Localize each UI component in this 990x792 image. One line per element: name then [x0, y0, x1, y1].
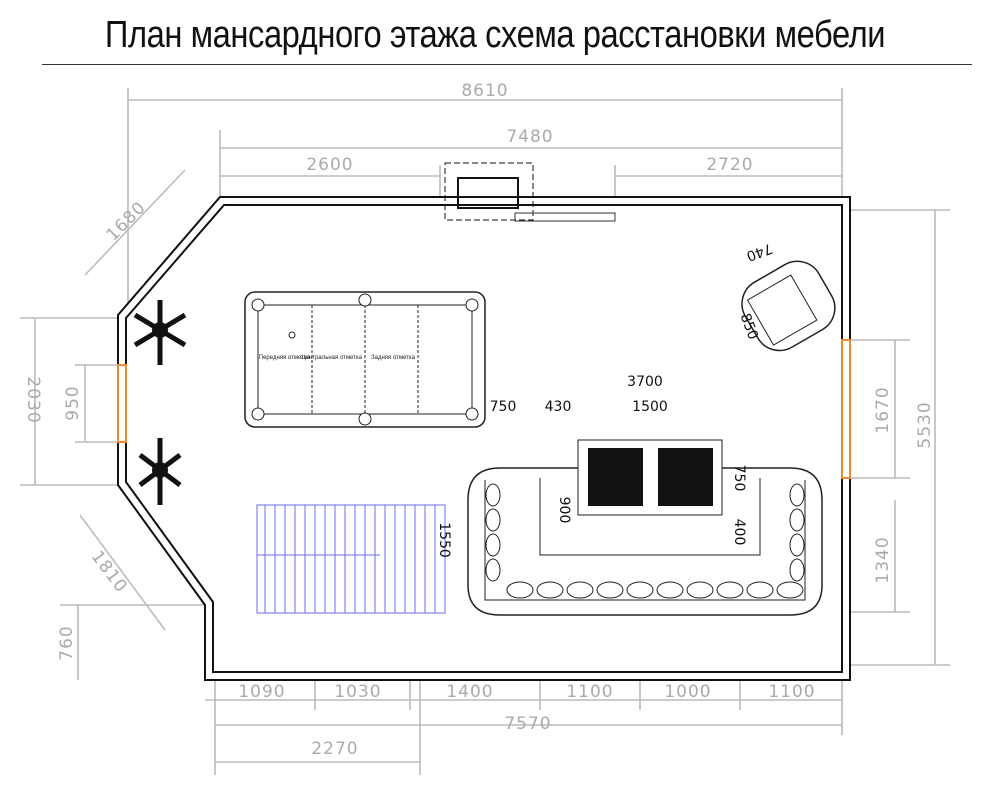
dim-inner-top: 7480: [506, 127, 553, 147]
back-mark-label: Задняя отметка: [371, 355, 416, 361]
dim-overall-width: 8610: [461, 81, 508, 101]
dim-bottom-1: 1090: [238, 682, 285, 702]
sofa-cushion: [485, 508, 501, 532]
window-right: [841, 339, 851, 479]
sofa-cushion: [485, 533, 501, 557]
dim-right-window: 1670: [873, 386, 893, 433]
plan-title: План мансардного этажа схема расстановки…: [104, 14, 886, 56]
dim-table-width: 1500: [632, 399, 668, 415]
dim-diag-top: 1680: [103, 198, 151, 246]
dim-stair-width: 2270: [311, 739, 358, 759]
chimney: [444, 162, 534, 221]
coffee-tables: [577, 439, 723, 516]
staircase: [256, 504, 446, 614]
sofa-cushion: [596, 581, 624, 599]
dim-bottom-5: 1000: [664, 682, 711, 702]
dim-right-total: 5530: [915, 401, 935, 448]
sofa-cushion: [566, 581, 594, 599]
dim-bottom-4: 1100: [566, 682, 613, 702]
sofa-cushion: [536, 581, 564, 599]
title-underline: [42, 64, 972, 65]
sofa-cushion: [506, 581, 534, 599]
dim-table-offset: 400: [731, 519, 747, 546]
sofa-cushion: [656, 581, 684, 599]
sofa-cushion: [485, 558, 501, 582]
sofa-cushion: [789, 508, 805, 532]
sofa-cushions: [485, 483, 805, 599]
window-left: [117, 364, 127, 443]
dim-diag-bottom: 1810: [87, 547, 131, 597]
plant-bottom: [138, 438, 182, 505]
sofa-cushion: [686, 581, 714, 599]
dim-left-height: 2030: [23, 376, 43, 423]
armchair: [741, 260, 836, 352]
dim-bottom-2: 1030: [334, 682, 381, 702]
dim-right-lower: 1340: [873, 536, 893, 583]
sofa-cushion: [485, 483, 501, 507]
dim-bottom-total: 7570: [504, 714, 551, 734]
dim-top-right: 2720: [706, 155, 753, 175]
sofa-cushion: [789, 483, 805, 507]
sofa-cushion: [716, 581, 744, 599]
sofa-cushion: [776, 581, 804, 599]
dim-top-left: 2600: [306, 155, 353, 175]
dim-bottom-6: 1100: [768, 682, 815, 702]
sofa-cushion: [626, 581, 654, 599]
fireplace: [457, 177, 519, 209]
radiator: [514, 212, 616, 222]
sofa-cushion: [789, 533, 805, 557]
pool-table: Передняя отметка Центральная отметка Зад…: [244, 291, 486, 428]
sofa-cushion: [789, 558, 805, 582]
dim-left-window: 950: [63, 385, 83, 420]
dim-sofa-depth: 900: [556, 497, 572, 524]
dimension-lines: [20, 88, 950, 775]
dim-sofa-offset: 750: [490, 399, 517, 415]
dim-table-depth: 750: [731, 465, 747, 492]
sofa-cushion: [746, 581, 774, 599]
dim-bottom-3: 1400: [446, 682, 493, 702]
dim-bottom-left-wall: 760: [57, 625, 77, 660]
dim-sofa-zone: 3700: [627, 374, 663, 390]
plant-top: [133, 300, 187, 365]
dim-table-gap: 430: [545, 399, 572, 415]
center-mark-label: Центральная отметка: [301, 355, 362, 361]
dim-stair-length: 1550: [436, 522, 452, 558]
front-mark-label: Передняя отметка: [259, 355, 311, 361]
corner-sofa: [467, 467, 823, 616]
